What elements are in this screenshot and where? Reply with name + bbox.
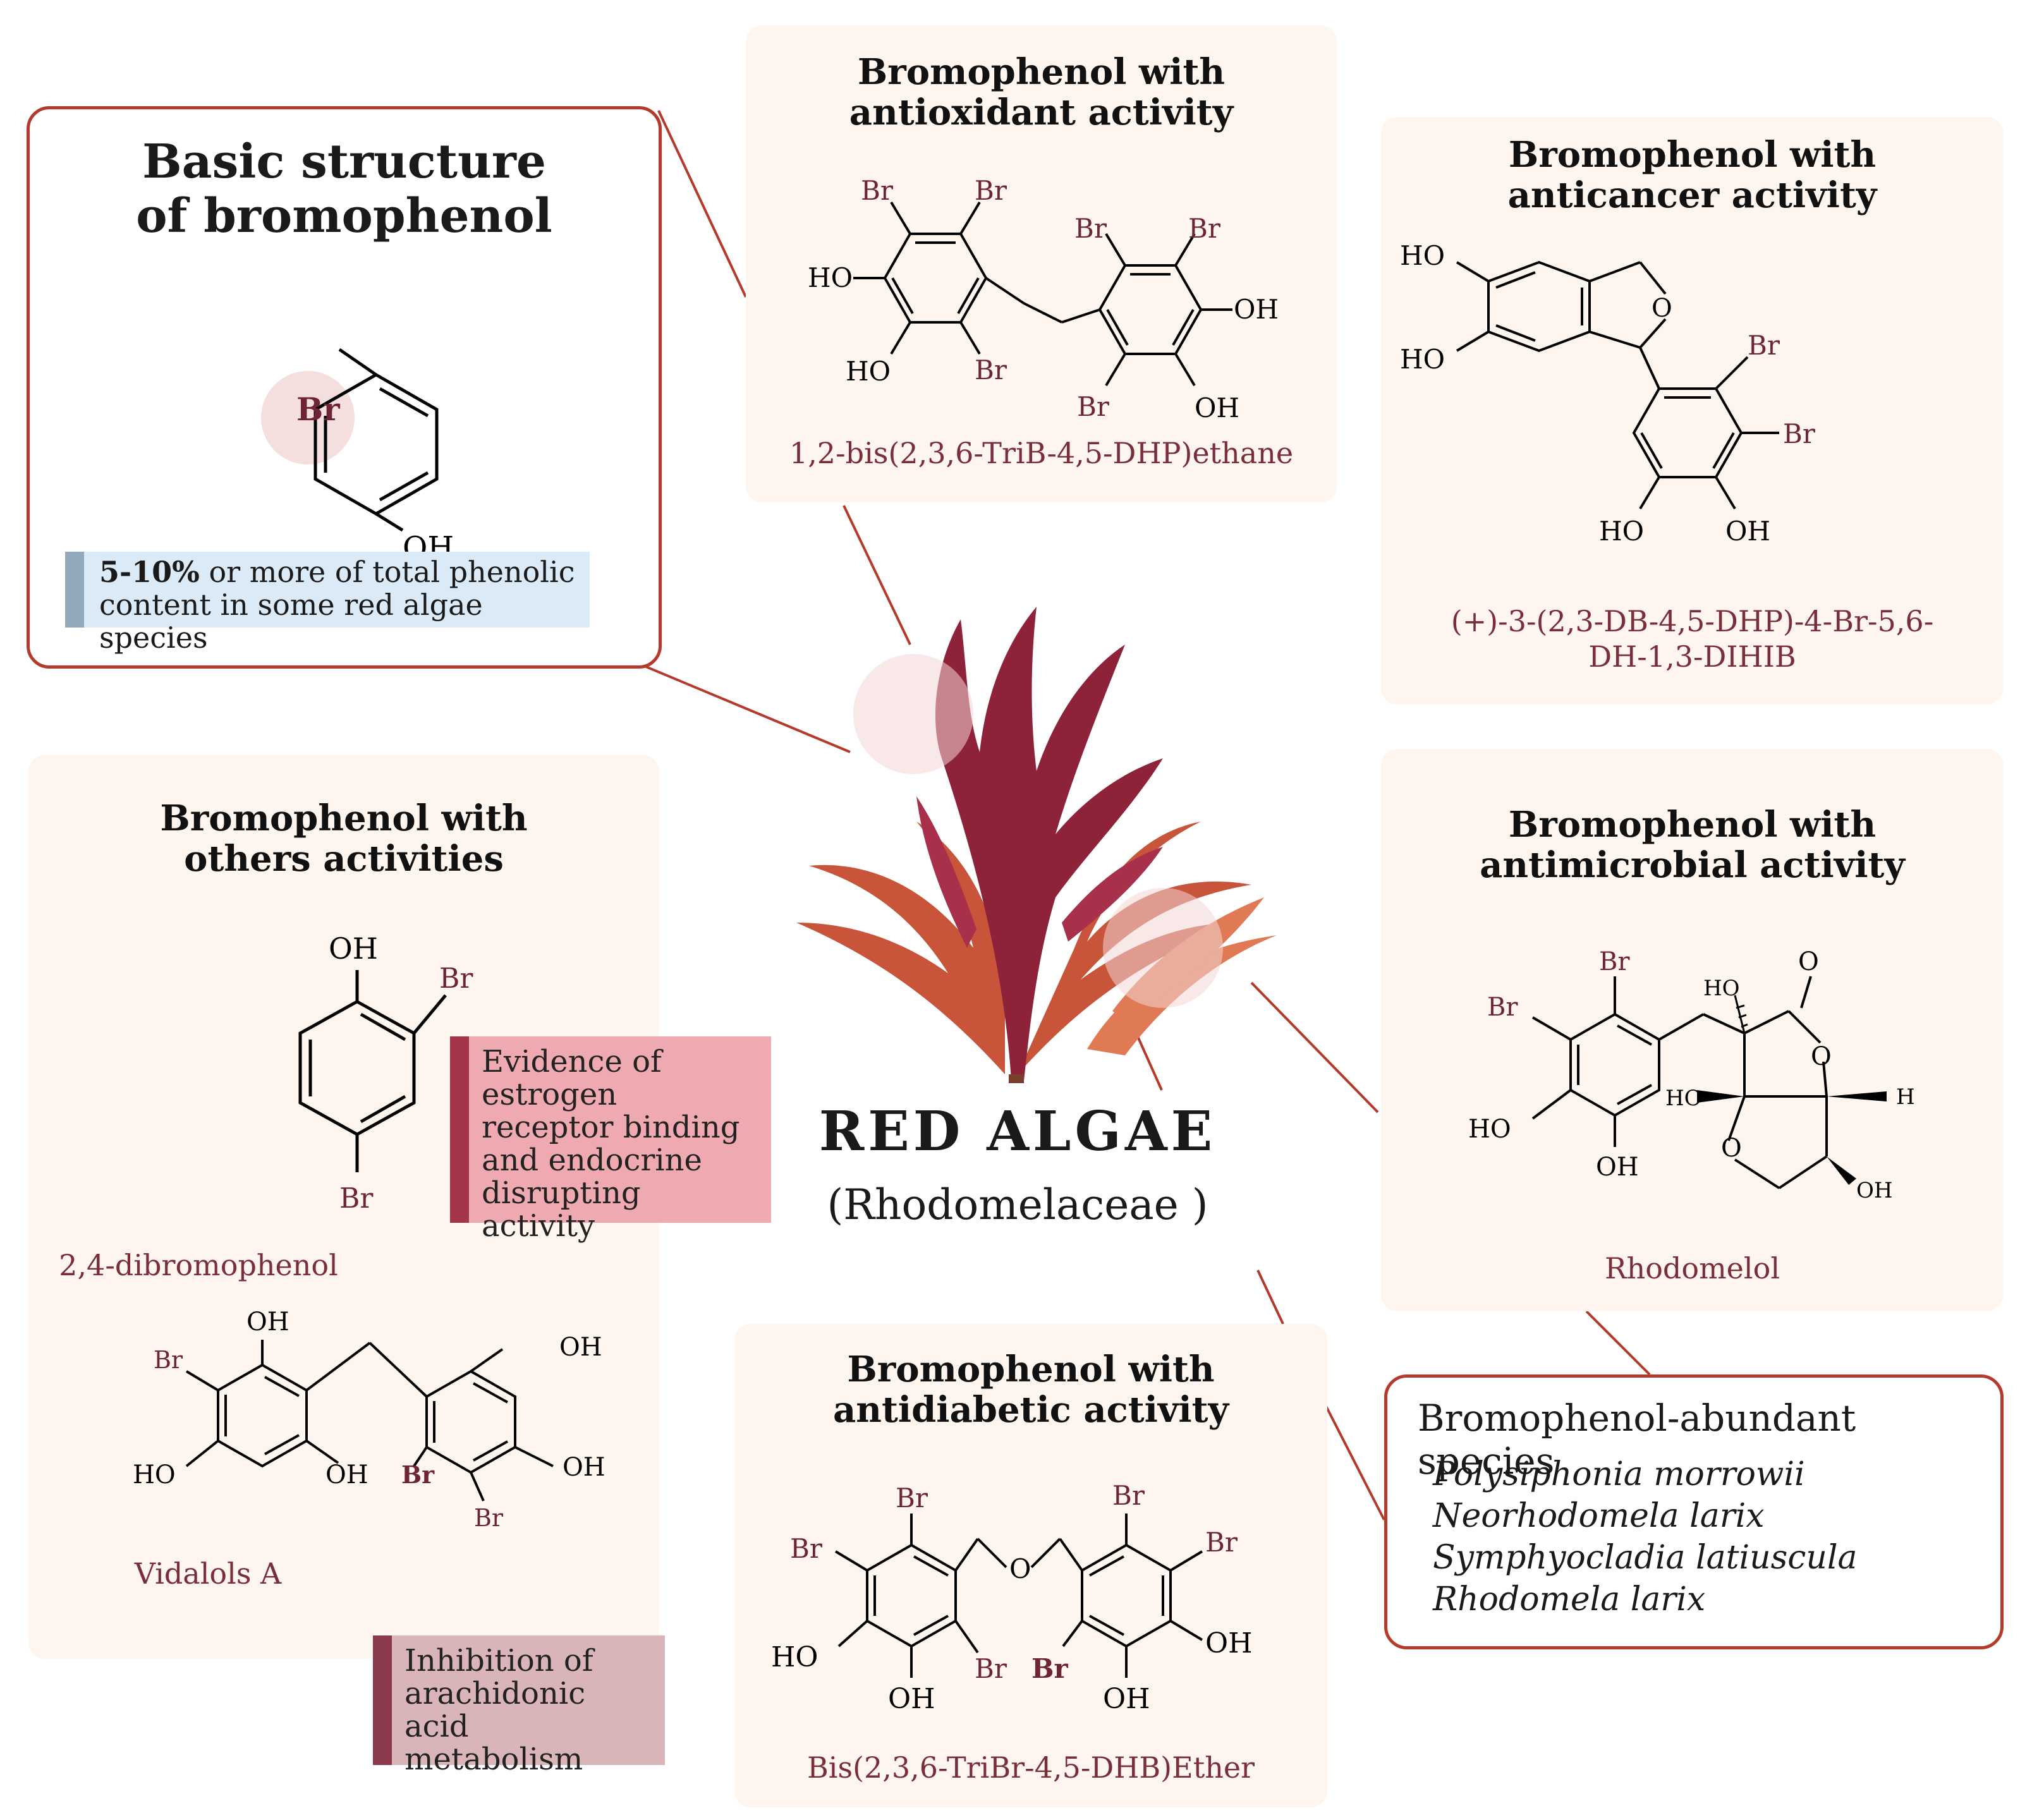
atom-oh: OH	[325, 1460, 368, 1489]
atom-br: Br	[1077, 391, 1110, 422]
phenolic-content-note: 5-10% or more of total phenolic content …	[65, 552, 590, 654]
antidiabetic-structure: O Br Br Br Br Br Br HO OH OH OH	[771, 1480, 1252, 1715]
phenolic-line1: or more of total phenolic	[209, 555, 575, 589]
atom-ho: HO	[1599, 516, 1644, 547]
atom-br: Br	[1031, 1653, 1068, 1684]
antioxidant-structure: Br Br Br Br Br Br HO HO OH OH	[808, 175, 1279, 423]
antidiabetic-title: Bromophenol with antidiabetic activity	[832, 1349, 1229, 1431]
atom-br: Br	[439, 962, 473, 995]
rhodomelol-structure: Br Br HO OH O O O HO HO H OH	[1468, 947, 1915, 1203]
antioxidant-title: Bromophenol with antioxidant activity	[849, 51, 1234, 133]
atom-br: Br	[975, 1653, 1007, 1684]
dibromophenol-caption: 2,4-dibromophenol	[59, 1248, 338, 1282]
atom-oh: OH	[563, 1453, 605, 1482]
phenolic-line2: content in some red algae species	[99, 588, 483, 655]
atom-ho: HO	[1665, 1086, 1702, 1111]
atom-br: Br	[1205, 1527, 1238, 1558]
red-algae-title: RED ALGAE	[818, 1100, 1217, 1163]
atom-br: Br	[339, 1182, 374, 1215]
species-list: Polysiphonia morrowii Neorhodomela larix…	[1433, 1453, 1858, 1620]
atom-ho: HO	[1400, 344, 1445, 375]
red-algae-illustration	[796, 607, 1277, 1083]
atom-h: H	[1896, 1084, 1915, 1110]
species-item: Symphyocladia latiuscula	[1433, 1539, 1858, 1577]
bromophenol-structure: Br OH	[261, 348, 454, 558]
antidiabetic-caption: Bis(2,3,6-TriBr-4,5-DHB)Ether	[806, 1750, 1255, 1785]
atom-o: O	[1652, 294, 1672, 323]
atom-o: O	[1811, 1042, 1832, 1071]
atom-br: Br	[896, 1483, 928, 1514]
atom-ho: HO	[846, 356, 891, 387]
arachidonic-note-text: Inhibition of arachidonic acid metabolis…	[405, 1643, 593, 1777]
atom-oh: OH	[329, 931, 378, 966]
atom-br: Br	[1074, 213, 1107, 244]
arachidonic-note: Inhibition of arachidonic acid metabolis…	[373, 1635, 665, 1776]
anticancer-caption: (+)-3-(2,3-DB-4,5-DHP)-4-Br-5,6-DH-1,3-D…	[1451, 604, 1934, 674]
atom-br: Br	[975, 175, 1007, 206]
atom-oh: OH	[1205, 1627, 1252, 1659]
atom-oh: OH	[1856, 1178, 1893, 1203]
atom-br: Br	[1112, 1480, 1145, 1511]
basic-structure-title: Basic structure of bromophenol	[136, 135, 552, 243]
atom-br: Br	[975, 355, 1007, 385]
atom-br: Br	[1188, 213, 1221, 244]
atom-oh: OH	[888, 1683, 935, 1715]
atom-oh: OH	[1725, 516, 1770, 547]
vidalols-structure: OH HO OH OH OH Br Br Br	[133, 1307, 605, 1532]
atom-br: Br	[1599, 947, 1630, 976]
rhodomelol-caption: Rhodomelol	[1604, 1251, 1780, 1285]
estrogen-note: Evidence of estrogen receptor binding an…	[450, 1036, 771, 1242]
species-title: Bromophenol-abundant species	[1418, 1397, 1856, 1483]
atom-br: Br	[1487, 993, 1518, 1022]
atom-br: Br	[1783, 418, 1816, 449]
atom-br: Br	[861, 175, 894, 206]
antioxidant-caption: 1,2-bis(2,3,6-TriB-4,5-DHP)ethane	[789, 436, 1294, 470]
atom-br: Br	[790, 1533, 823, 1564]
atom-ho: HO	[1400, 240, 1445, 271]
atom-ho: HO	[808, 262, 853, 293]
atom-ho: HO	[1468, 1115, 1511, 1144]
antioxidant-panel: Bromophenol with antioxidant activity	[746, 25, 1337, 502]
anticancer-structure: O HO HO HO OH Br Br	[1400, 240, 1816, 547]
atom-o: O	[1009, 1553, 1031, 1584]
anticancer-title: Bromophenol with anticancer activity	[1507, 134, 1877, 216]
antimicrobial-panel: Bromophenol with antimicrobial activity	[1381, 749, 2004, 1311]
atom-oh: OH	[1195, 392, 1239, 423]
atom-br: Br	[296, 391, 340, 428]
atom-br: Br	[1748, 330, 1780, 361]
atom-br: Br	[401, 1460, 435, 1489]
basic-structure-panel: Basic structure of bromophenol Br OH 5-1…	[27, 106, 662, 669]
dibromophenol-structure: OH Br Br	[298, 931, 473, 1215]
atom-br: Br	[474, 1504, 504, 1532]
atom-o: O	[1721, 1134, 1742, 1163]
atom-ho: HO	[133, 1460, 176, 1489]
others-title: Bromophenol with others activities	[160, 798, 528, 880]
atom-ho: HO	[771, 1641, 818, 1673]
species-item: Neorhodomela larix	[1433, 1497, 1765, 1535]
atom-o: O	[1798, 947, 1819, 976]
red-algae-subtitle: (Rhodomelaceae )	[827, 1180, 1208, 1229]
atom-ho: HO	[1703, 976, 1740, 1001]
antimicrobial-title: Bromophenol with antimicrobial activity	[1480, 804, 1905, 886]
atom-oh: OH	[1596, 1153, 1639, 1182]
estrogen-note-text: Evidence of estrogen receptor binding an…	[482, 1044, 740, 1244]
atom-br: Br	[154, 1346, 183, 1374]
species-item: Rhodomela larix	[1433, 1580, 1706, 1618]
atom-oh: OH	[1234, 294, 1279, 325]
atom-oh: OH	[1103, 1683, 1150, 1715]
species-panel: Bromophenol-abundant species Polysiphoni…	[1384, 1374, 2004, 1649]
vidalols-caption: Vidalols A	[134, 1556, 282, 1591]
phenolic-percent: 5-10%	[99, 555, 200, 589]
species-item: Polysiphonia morrowii	[1433, 1455, 1805, 1493]
anticancer-panel: Bromophenol with anticancer activity O	[1381, 117, 2004, 705]
atom-oh: OH	[246, 1307, 289, 1337]
atom-oh: OH	[559, 1333, 602, 1362]
antidiabetic-panel: Bromophenol with antidiabetic activity	[734, 1324, 1327, 1807]
